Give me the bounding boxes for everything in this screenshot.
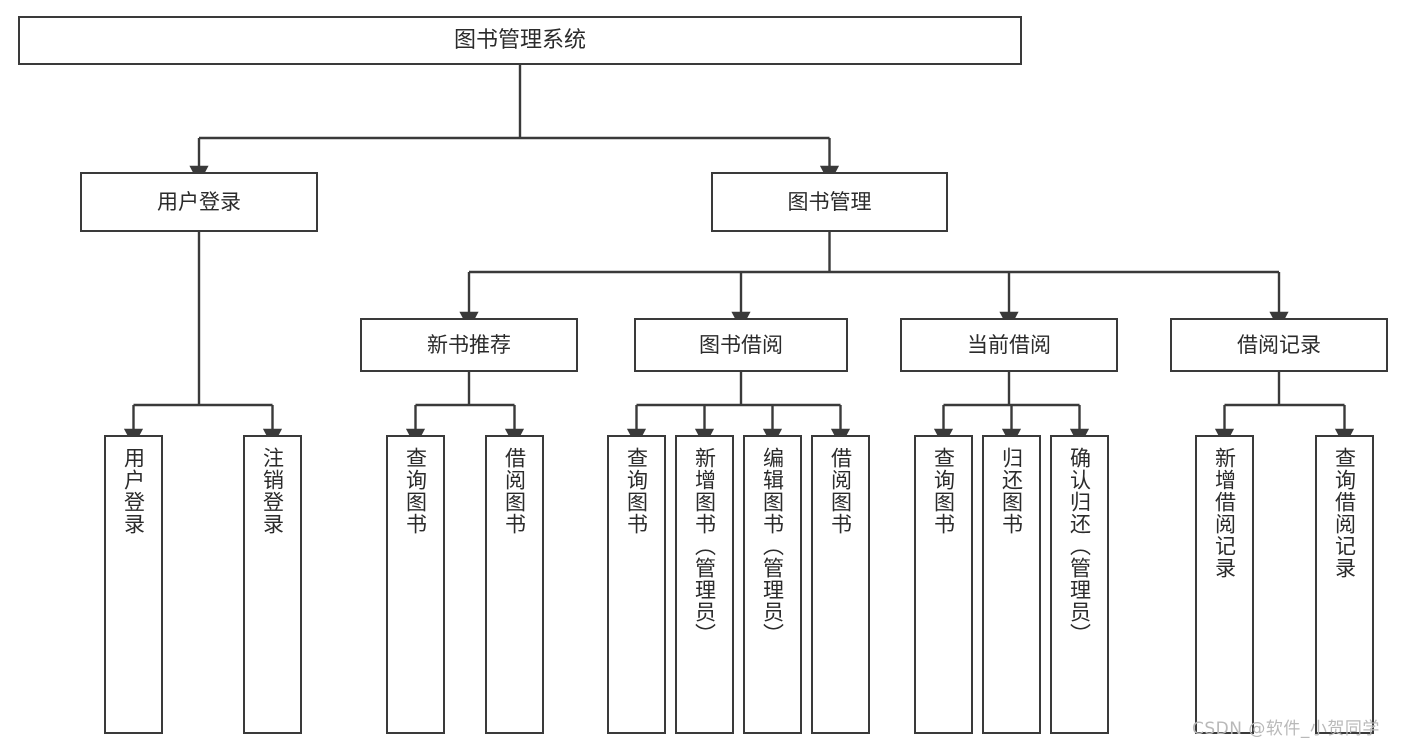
node-leaf-bb-add[interactable]: 新增图书（管理员） [675, 435, 734, 734]
node-label: 编辑图书（管理员） [760, 447, 785, 645]
node-label: 查询图书 [403, 447, 428, 535]
node-borrow-rec[interactable]: 借阅记录 [1170, 318, 1388, 372]
node-user-login[interactable]: 用户登录 [80, 172, 318, 232]
node-leaf-user-login[interactable]: 用户登录 [104, 435, 163, 734]
node-leaf-cb-confirm[interactable]: 确认归还（管理员） [1050, 435, 1109, 734]
node-label: 借阅图书 [502, 447, 527, 535]
node-book-manage[interactable]: 图书管理 [711, 172, 948, 232]
node-label: 图书管理系统 [453, 27, 586, 53]
node-label: 借阅图书 [828, 447, 853, 535]
node-label: 查询图书 [624, 447, 649, 535]
node-book-borrow[interactable]: 图书借阅 [634, 318, 848, 372]
node-leaf-bb-query[interactable]: 查询图书 [607, 435, 666, 734]
node-label: 用户登录 [157, 189, 241, 214]
node-leaf-bb-edit[interactable]: 编辑图书（管理员） [743, 435, 802, 734]
node-leaf-rec-borrow[interactable]: 借阅图书 [485, 435, 544, 734]
node-label: 确认归还（管理员） [1067, 447, 1092, 645]
node-label: 借阅记录 [1237, 332, 1321, 357]
node-cur-borrow[interactable]: 当前借阅 [900, 318, 1118, 372]
node-label: 图书管理 [787, 189, 872, 214]
node-leaf-br-add[interactable]: 新增借阅记录 [1195, 435, 1254, 734]
node-label: 归还图书 [999, 447, 1024, 535]
csdn-watermark: CSDN @软件_小贺同学 [1192, 719, 1380, 739]
node-label: 新书推荐 [427, 332, 511, 357]
node-leaf-cb-return[interactable]: 归还图书 [982, 435, 1041, 734]
node-label: 查询图书 [931, 447, 956, 535]
node-label: 当前借阅 [967, 332, 1051, 357]
node-label: 图书借阅 [699, 332, 783, 357]
node-root[interactable]: 图书管理系统 [18, 16, 1022, 65]
node-leaf-br-query[interactable]: 查询借阅记录 [1315, 435, 1374, 734]
node-leaf-cb-query[interactable]: 查询图书 [914, 435, 973, 734]
node-label: 新增借阅记录 [1212, 447, 1237, 579]
node-leaf-user-logout[interactable]: 注销登录 [243, 435, 302, 734]
node-label: 用户登录 [121, 447, 146, 535]
node-label: 查询借阅记录 [1332, 447, 1357, 579]
node-leaf-rec-query[interactable]: 查询图书 [386, 435, 445, 734]
node-label: 注销登录 [260, 447, 285, 535]
node-new-book-rec[interactable]: 新书推荐 [360, 318, 578, 372]
node-leaf-bb-borrow[interactable]: 借阅图书 [811, 435, 870, 734]
node-label: 新增图书（管理员） [692, 447, 717, 645]
